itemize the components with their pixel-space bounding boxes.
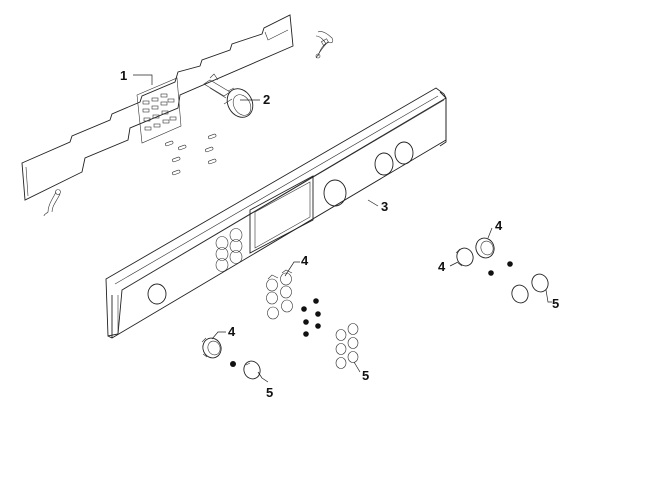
spacer-pins: [165, 133, 217, 176]
button-caps-black: [301, 298, 321, 337]
part-button-caps-center: [335, 323, 359, 369]
board-components: [142, 93, 177, 131]
callout-labels: 1 2 3 4 4 4 4 5 5 5: [120, 68, 559, 400]
part-knob-bezel-right: [455, 237, 495, 267]
callout-4-right-left: 4: [438, 259, 446, 274]
knob-spindle-right-a: [507, 261, 513, 267]
callout-5-center: 5: [362, 368, 369, 383]
callout-5-right: 5: [552, 296, 559, 311]
panel-keypad: [215, 228, 243, 272]
knob-spindle-right-b: [488, 270, 494, 276]
panel-knob-hole-left: [147, 283, 167, 305]
panel-knob-hole-right-b: [394, 141, 414, 165]
callout-4-right-top: 4: [495, 218, 503, 233]
callout-1: 1: [120, 68, 127, 83]
callout-2: 2: [263, 92, 270, 107]
knob-spindle-left: [230, 361, 236, 367]
leader-lines: [133, 74, 552, 383]
part-control-panel: [105, 87, 447, 339]
part-knob-cap-left: [243, 360, 261, 380]
panel-knob-hole-right-a: [374, 152, 394, 176]
callout-5-left: 5: [266, 385, 273, 400]
part-circuit-board: [21, 14, 294, 217]
callout-4-center: 4: [301, 253, 309, 268]
part-knob-bezel-left: [201, 337, 222, 359]
callout-3: 3: [381, 199, 388, 214]
part-cable: [315, 31, 334, 59]
callout-4-left: 4: [228, 324, 236, 339]
part-encoder-knob: [203, 73, 254, 118]
part-knob-caps-right: [511, 273, 549, 304]
panel-knob-hole-center: [323, 179, 347, 207]
part-button-housings-center: [266, 269, 293, 320]
